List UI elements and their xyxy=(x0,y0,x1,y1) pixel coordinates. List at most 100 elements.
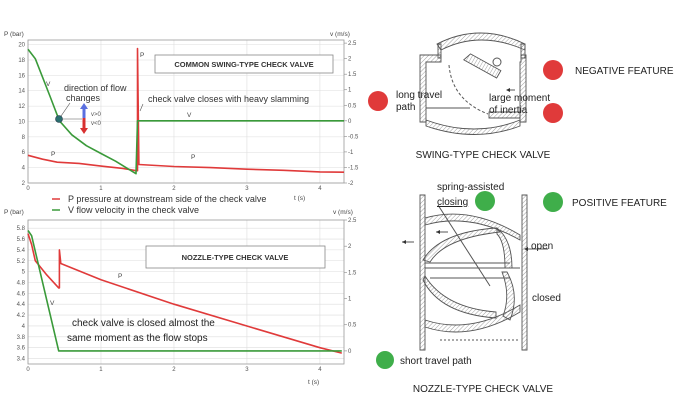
short-travel-marker xyxy=(376,351,394,369)
long-travel-marker xyxy=(368,91,388,111)
y-tick-label: 5.4 xyxy=(17,248,26,254)
x-tick-label: 4 xyxy=(318,367,322,373)
series-line-p xyxy=(27,233,342,354)
x-tick-label: 4 xyxy=(318,186,322,192)
series-label-v-2: V xyxy=(187,112,192,119)
legend: P pressure at downstream side of the che… xyxy=(52,194,266,215)
x-tick-label: 3 xyxy=(245,367,249,373)
y-tick-label: 2 xyxy=(22,181,26,187)
nozzle-valve-caption: NOZZLE-TYPE CHECK VALVE xyxy=(413,384,554,395)
nozzle-valve-drawing xyxy=(402,194,548,351)
y-tick-label: 5.2 xyxy=(17,259,26,265)
y2-tick-label: -2 xyxy=(348,181,354,187)
long-travel-label-1: long travel xyxy=(396,90,442,101)
series-line-v xyxy=(27,48,344,175)
x-tick-label: 1 xyxy=(99,367,103,373)
annotation-slamming: check valve closes with heavy slamming xyxy=(148,94,309,104)
y-tick-label: 5 xyxy=(22,270,26,276)
inertia-marker xyxy=(543,103,563,123)
y-tick-label: 5.8 xyxy=(17,226,26,232)
y-axis-label: P (bar) xyxy=(4,31,24,38)
long-travel-label-2: path xyxy=(396,102,415,113)
chart-title: COMMON SWING-TYPE CHECK VALVE xyxy=(174,60,313,69)
x-tick-label: 2 xyxy=(172,367,176,373)
y2-tick-label: 1 xyxy=(348,88,352,94)
series-label-p-peak: P xyxy=(140,52,144,59)
plot-frame xyxy=(27,219,345,365)
v-negative-label: v<0 xyxy=(91,121,102,127)
x-tick-label: 0 xyxy=(26,186,30,192)
y2-tick-label: -0.5 xyxy=(348,134,359,140)
flow-reversal-point xyxy=(55,115,63,123)
arrow-down-icon xyxy=(80,118,88,134)
series-line-p xyxy=(27,47,345,173)
y-tick-label: 3.8 xyxy=(17,335,26,341)
open-label: open xyxy=(531,241,553,252)
y2-tick-label: 1.5 xyxy=(348,270,357,276)
series-label-p-2: P xyxy=(191,154,195,161)
spring-label-2: closing xyxy=(437,197,468,208)
annotation-flow-change-1: direction of flow xyxy=(64,83,127,93)
y2-tick-label: 2 xyxy=(348,57,352,63)
series-label-v: V xyxy=(46,81,51,88)
v-positive-label: v>0 xyxy=(91,112,102,118)
y2-tick-label: 2.5 xyxy=(348,218,357,224)
swing-valve-drawing xyxy=(419,32,527,135)
y-axis-label: P (bar) xyxy=(4,209,24,216)
y-tick-label: 4.6 xyxy=(17,291,26,297)
series-label-p: P xyxy=(118,273,122,280)
plot-frame xyxy=(27,39,345,184)
y-tick-label: 6 xyxy=(22,150,26,156)
annotation-closed-2: same moment as the flow stops xyxy=(67,333,208,344)
annotation-closed-1: check valve is closed almost the xyxy=(72,318,215,329)
y2-tick-label: 0.5 xyxy=(348,103,357,109)
y-tick-label: 12 xyxy=(18,104,25,110)
chart-title-box xyxy=(145,245,326,269)
legend-item-v: V flow velocity in the check valve xyxy=(68,205,199,215)
y-tick-label: 14 xyxy=(18,89,25,95)
arrow-up-icon xyxy=(80,103,88,118)
series-label-v: V xyxy=(50,300,55,307)
y-tick-label: 4 xyxy=(22,166,26,172)
y-tick-label: 4.4 xyxy=(17,302,26,308)
inertia-label-2: of inertia xyxy=(489,105,528,116)
y2-tick-label: 2 xyxy=(348,244,352,250)
x-tick-label: 1 xyxy=(99,186,103,192)
x-tick-label: 2 xyxy=(172,186,176,192)
chart-title: NOZZLE-TYPE CHECK VALVE xyxy=(182,253,289,262)
y2-tick-label: -1 xyxy=(348,150,354,156)
y2-tick-label: 0 xyxy=(348,349,352,355)
annotation-flow-change-2: changes xyxy=(66,93,101,103)
legend-item-p: P pressure at downstream side of the che… xyxy=(68,194,266,204)
x-axis-label: t (s) xyxy=(294,195,305,202)
y-tick-label: 4.2 xyxy=(17,313,26,319)
y2-tick-label: 1 xyxy=(348,297,352,303)
y-tick-label: 4 xyxy=(22,324,26,330)
y2-tick-label: 1.5 xyxy=(348,72,357,78)
x-tick-label: 0 xyxy=(26,367,30,373)
y2-axis-label: v (m/s) xyxy=(333,209,353,216)
y2-tick-label: 0 xyxy=(348,119,352,125)
y2-axis-label: v (m/s) xyxy=(330,31,350,38)
series-line-v xyxy=(27,230,342,352)
chart-title-box xyxy=(154,54,334,74)
spring-label-1: spring-assisted xyxy=(437,182,504,193)
y-tick-label: 8 xyxy=(22,135,26,141)
positive-feature-marker xyxy=(543,192,563,212)
y-tick-label: 18 xyxy=(18,58,25,64)
y-tick-label: 4.8 xyxy=(17,280,26,286)
closed-label: closed xyxy=(532,293,561,304)
series-label-p: P xyxy=(51,151,55,158)
swing-valve-caption: SWING-TYPE CHECK VALVE xyxy=(416,150,551,161)
negative-feature-label: NEGATIVE FEATURE xyxy=(575,66,674,77)
y2-tick-label: 0.5 xyxy=(348,323,357,329)
y-tick-label: 5.6 xyxy=(17,237,26,243)
y-tick-label: 10 xyxy=(18,119,25,125)
y2-tick-label: -1.5 xyxy=(348,165,359,171)
x-tick-label: 3 xyxy=(245,186,249,192)
short-travel-label: short travel path xyxy=(400,356,472,367)
inertia-label-1: large moment xyxy=(489,93,550,104)
positive-feature-label: POSITIVE FEATURE xyxy=(572,198,667,209)
